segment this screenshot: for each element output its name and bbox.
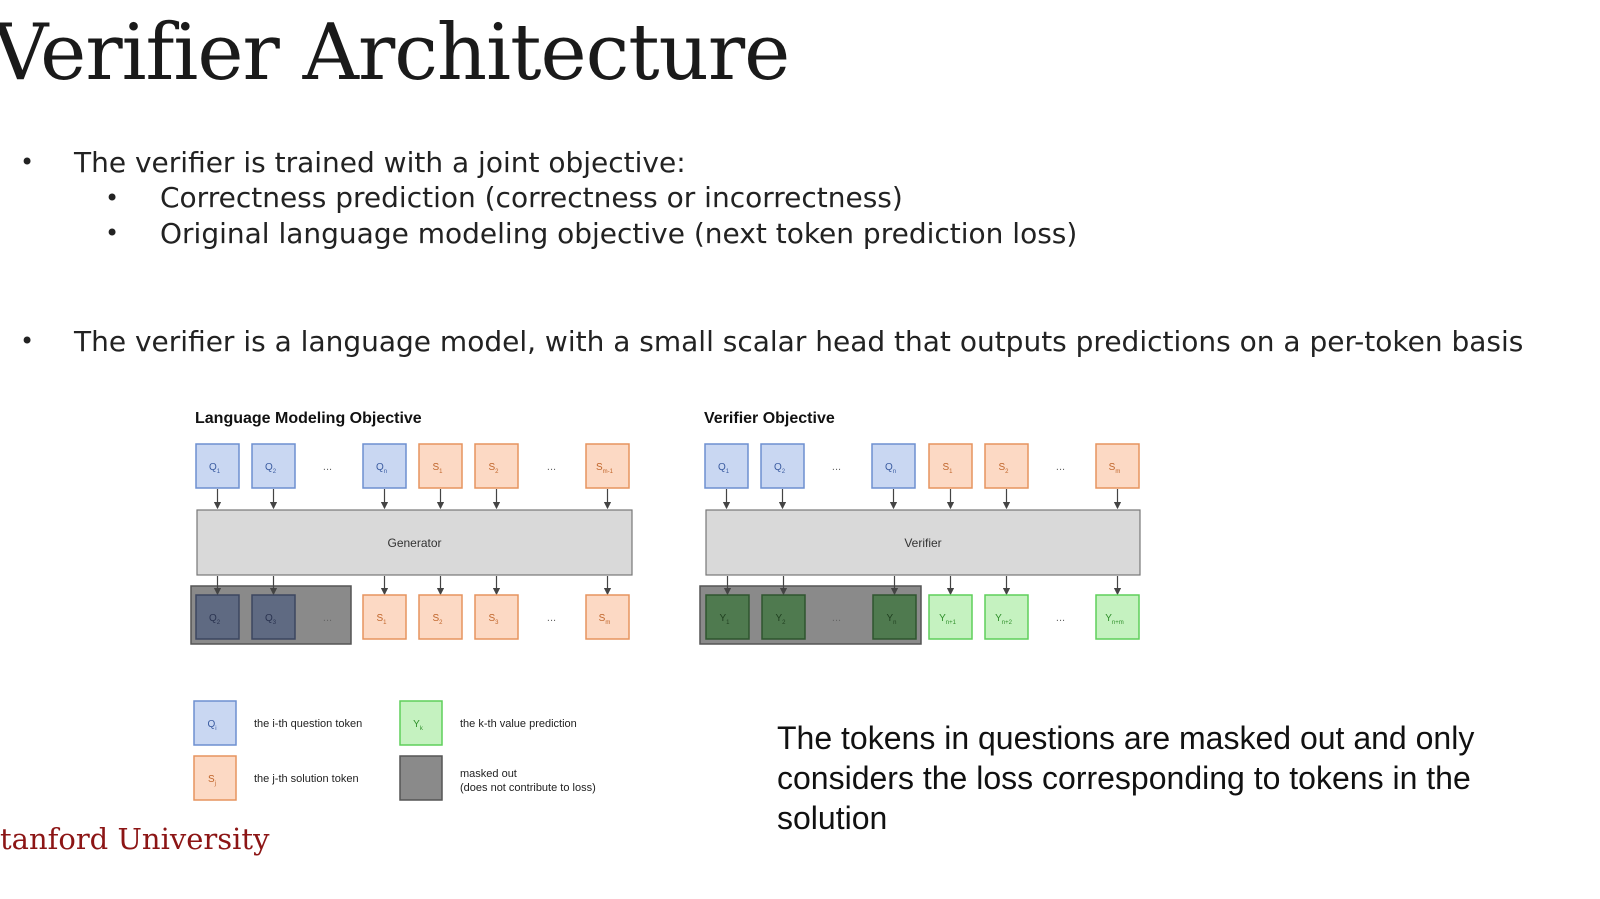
right-input-token-label: S1 bbox=[942, 462, 953, 475]
ellipsis-token: ... bbox=[547, 612, 556, 624]
left-input-token bbox=[195, 443, 240, 489]
right-input-token bbox=[928, 443, 973, 489]
left-model-box bbox=[196, 509, 633, 576]
left-output-token-label: Sm bbox=[599, 613, 611, 626]
right-input-token-label: Qn bbox=[885, 462, 896, 475]
legend-swatch bbox=[399, 700, 443, 746]
left-output-token bbox=[362, 594, 407, 640]
right-input-token bbox=[871, 443, 916, 489]
left-input-token bbox=[251, 443, 296, 489]
right-output-token bbox=[1095, 594, 1140, 640]
right-output-token-label: Y1 bbox=[719, 613, 730, 626]
left-output-token bbox=[585, 594, 630, 640]
left-input-token-label: Q2 bbox=[265, 462, 277, 475]
left-output-token bbox=[418, 594, 463, 640]
sub-bullet-correctness: Correctness prediction (correctness or i… bbox=[160, 181, 903, 214]
ellipsis-token: ... bbox=[1056, 612, 1065, 624]
legend-text: the i-th question token bbox=[254, 718, 362, 730]
right-output-token bbox=[872, 594, 917, 640]
slide-title: Verifier Architecture bbox=[0, 8, 790, 98]
right-input-token-label: Sm bbox=[1109, 462, 1121, 475]
bullet-scalar-head: The verifier is a language model, with a… bbox=[74, 325, 1524, 358]
right-input-token bbox=[704, 443, 749, 489]
right-output-token-label: Y2 bbox=[775, 613, 786, 626]
right-model-box bbox=[705, 509, 1141, 576]
right-input-token-label: Q2 bbox=[774, 462, 786, 475]
bullet-dot: • bbox=[20, 327, 35, 355]
right-output-token bbox=[761, 594, 806, 640]
legend-text: masked out(does not contribute to loss) bbox=[460, 768, 596, 794]
right-input-token bbox=[760, 443, 805, 489]
sub-bullet-dot: • bbox=[105, 219, 120, 247]
left-output-token-label: Q3 bbox=[265, 613, 277, 626]
right-input-token bbox=[984, 443, 1029, 489]
left-input-token-label: S2 bbox=[488, 462, 499, 475]
bullet-dot: • bbox=[20, 148, 35, 176]
left-output-token-label: S3 bbox=[488, 613, 499, 626]
legend-swatch-label: Yk bbox=[413, 719, 424, 732]
legend-swatch bbox=[399, 755, 443, 801]
right-output-token bbox=[705, 594, 750, 640]
left-output-token bbox=[251, 594, 296, 640]
left-output-token-label: Q2 bbox=[209, 613, 221, 626]
left-input-token-label: Q1 bbox=[209, 462, 221, 475]
right-input-token-label: S2 bbox=[998, 462, 1009, 475]
right-input-token bbox=[1095, 443, 1140, 489]
left-input-token-label: S1 bbox=[432, 462, 443, 475]
sub-bullet-dot: • bbox=[105, 184, 120, 212]
legend-swatch bbox=[193, 755, 237, 801]
sub-bullet-lm-objective: Original language modeling objective (ne… bbox=[160, 217, 1078, 250]
left-input-token bbox=[362, 443, 407, 489]
university-footer: tanford University bbox=[0, 822, 270, 856]
left-input-token-label: Qn bbox=[376, 462, 387, 475]
ellipsis-token: ... bbox=[832, 612, 841, 624]
left-output-token-label: S2 bbox=[432, 613, 443, 626]
ellipsis-token: ... bbox=[323, 461, 332, 473]
right-model-label: Verifier bbox=[904, 536, 941, 550]
masking-caption: The tokens in questions are masked out a… bbox=[777, 720, 1475, 836]
right-output-token-label: Yn bbox=[886, 613, 896, 626]
left-output-token bbox=[195, 594, 240, 640]
legend-swatch-label: Sj bbox=[208, 774, 216, 787]
legend-text: the j-th solution token bbox=[254, 773, 359, 785]
left-output-token bbox=[474, 594, 519, 640]
left-output-token-label: S1 bbox=[376, 613, 387, 626]
left-input-token bbox=[474, 443, 519, 489]
bullet-joint-objective: The verifier is trained with a joint obj… bbox=[74, 146, 686, 179]
ellipsis-token: ... bbox=[547, 461, 556, 473]
left-input-token bbox=[418, 443, 463, 489]
right-output-token bbox=[928, 594, 973, 640]
left-model-label: Generator bbox=[387, 536, 441, 550]
left-panel-title: Language Modeling Objective bbox=[195, 410, 422, 427]
ellipsis-token: ... bbox=[832, 461, 841, 473]
legend-swatch-label: Qi bbox=[207, 719, 216, 732]
right-panel-title: Verifier Objective bbox=[704, 410, 835, 427]
right-output-token bbox=[984, 594, 1029, 640]
ellipsis-token: ... bbox=[323, 612, 332, 624]
legend-text: the k-th value prediction bbox=[460, 718, 577, 730]
left-input-token bbox=[585, 443, 630, 489]
right-input-token-label: Q1 bbox=[718, 462, 730, 475]
legend-swatch bbox=[193, 700, 237, 746]
ellipsis-token: ... bbox=[1056, 461, 1065, 473]
